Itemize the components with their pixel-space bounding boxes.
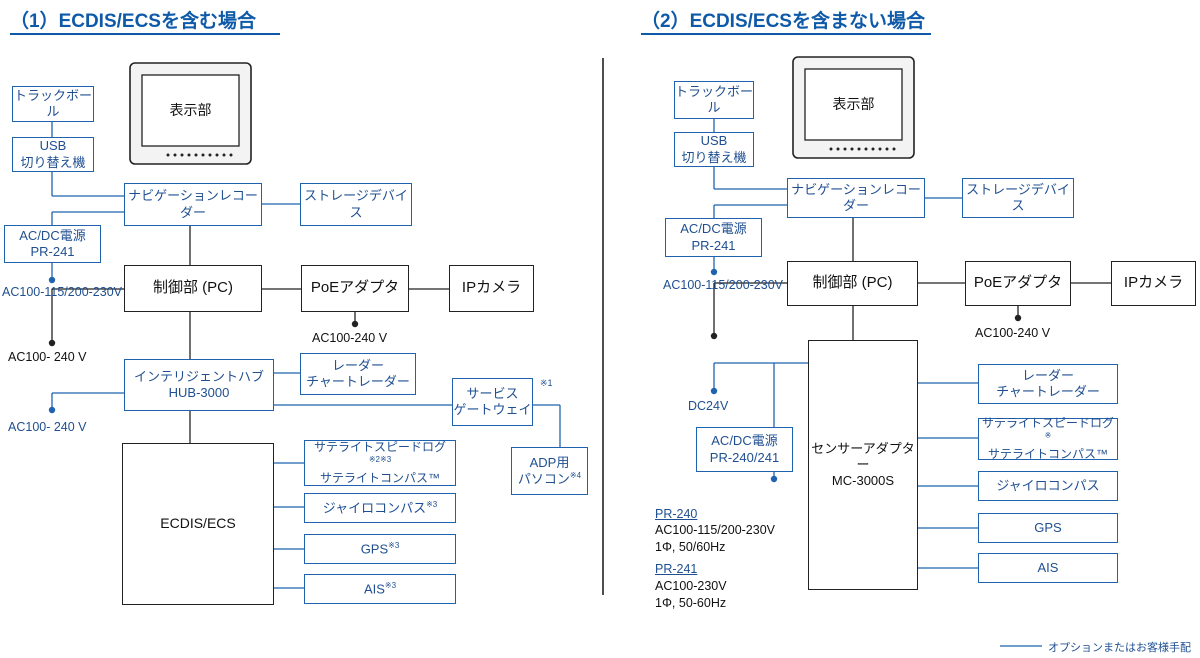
right-storage-device-box: ストレージデバイス [962, 178, 1074, 218]
left-gyro-note: ※3 [426, 499, 438, 509]
left-poe-adapter-box: PoEアダプタ [301, 265, 409, 312]
left-storage-device-box: ストレージデバイス [300, 183, 412, 226]
right-usb-switch-box: USB 切り替え機 [674, 132, 754, 167]
left-poe-power-label: AC100-240 V [312, 331, 388, 345]
right-acdc-power-2-box: AC/DC電源 PR-240/241 [696, 427, 793, 472]
left-gateway-note: ※1 [540, 378, 553, 388]
right-pr240-voltage: AC100-115/200-230V [655, 523, 775, 537]
right-standard-lines [713, 218, 1111, 340]
right-sensor-adapter-box: センサーアダプター MC-3000S [808, 340, 918, 590]
right-radar-box: レーダー チャートレーダー [978, 364, 1118, 404]
right-gps-box: GPS [978, 513, 1118, 543]
right-dc24-label: DC24V [688, 399, 729, 413]
right-satellite-compass-label: サテライトコンパス™ [987, 447, 1108, 461]
right-gyro-box: ジャイロコンパス [978, 471, 1118, 501]
right-control-unit-box: 制御部 (PC) [787, 261, 918, 306]
right-section-title: （2）ECDIS/ECSを含まない場合 [641, 11, 925, 32]
right-pr241-phase: 1Φ, 50-60Hz [655, 596, 727, 610]
left-gyro-label: ジャイロコンパス [322, 500, 427, 516]
left-gps-box: GPS※3 [304, 534, 456, 564]
right-option-lines [713, 119, 978, 569]
left-speedlog-label: サテライトスピードログ [313, 440, 446, 454]
left-intelligent-hub-box: インテリジェントハブ HUB-3000 [124, 359, 274, 411]
left-acdc-power-box: AC/DC電源 PR-241 [4, 225, 101, 263]
right-pr240-title: PR-240 [655, 507, 698, 521]
left-trackball-box: トラックボール [12, 86, 94, 122]
left-title-underline [10, 33, 280, 35]
left-gps-label: GPS [360, 541, 389, 557]
left-satellite-compass-label: サテライトコンパス™ [319, 471, 440, 485]
right-pr241-title: PR-241 [655, 562, 698, 576]
left-adp-pc-label: ADP用 パソコン [517, 454, 570, 487]
left-option-lines [51, 122, 561, 589]
right-speedlog-label: サテライトスピードログ [981, 416, 1114, 430]
right-title-underline [641, 33, 931, 35]
right-speedlog-compass-box: サテライトスピードログ※ サテライトコンパス™ [978, 416, 1118, 461]
legend-label: オプションまたはお客様手配 [1048, 642, 1191, 654]
left-hub-power-label: AC100- 240 V [8, 420, 87, 434]
left-vdr-power-label: AC100-115/200-230V [2, 285, 122, 299]
right-ip-camera-box: IPカメラ [1111, 261, 1196, 306]
right-display-monitor [792, 56, 915, 159]
left-adp-note: ※4 [569, 470, 582, 480]
left-usb-switch-box: USB 切り替え機 [12, 137, 94, 172]
left-ecdis-box: ECDIS/ECS [122, 443, 274, 605]
left-pc-power-label: AC100- 240 V [8, 350, 87, 364]
right-trackball-box: トラックボール [674, 81, 754, 119]
left-ais-label: AIS [363, 581, 385, 597]
left-radar-box: レーダー チャートレーダー [300, 353, 416, 395]
left-speedlog-compass-box: サテライトスピードログ※2※3 サテライトコンパス™ [304, 440, 456, 486]
left-display-label: 表示部 [169, 101, 212, 118]
right-vdr-power-label: AC100-115/200-230V [663, 278, 783, 292]
power-dots [48, 268, 1022, 483]
left-navigation-recorder-box: ナビゲーションレコーダー [124, 183, 262, 226]
left-gps-note: ※3 [388, 540, 400, 550]
left-ip-camera-box: IPカメラ [449, 265, 534, 312]
right-ais-box: AIS [978, 553, 1118, 583]
left-ais-box: AIS※3 [304, 574, 456, 604]
right-display-label: 表示部 [832, 95, 875, 112]
left-speedlog-note: ※2※3 [368, 455, 392, 464]
left-display-monitor [129, 62, 252, 165]
left-service-gateway-box: サービス ゲートウェイ [452, 378, 533, 426]
left-ais-note: ※3 [384, 580, 397, 590]
left-control-unit-box: 制御部 (PC) [124, 265, 262, 312]
left-gyro-box: ジャイロコンパス※3 [304, 493, 456, 523]
left-adp-pc-box: ADP用 パソコン※4 [511, 447, 588, 495]
right-speedlog-note: ※ [1044, 431, 1052, 440]
right-navigation-recorder-box: ナビゲーションレコーダー [787, 178, 925, 218]
right-poe-power-label: AC100-240 V [975, 326, 1051, 340]
right-acdc-power-box: AC/DC電源 PR-241 [665, 218, 762, 257]
right-pr241-voltage: AC100-230V [655, 579, 727, 593]
left-standard-lines [51, 226, 449, 443]
left-section-title: （1）ECDIS/ECSを含む場合 [10, 11, 256, 32]
right-poe-adapter-box: PoEアダプタ [965, 261, 1071, 306]
right-pr240-phase: 1Φ, 50/60Hz [655, 540, 726, 554]
